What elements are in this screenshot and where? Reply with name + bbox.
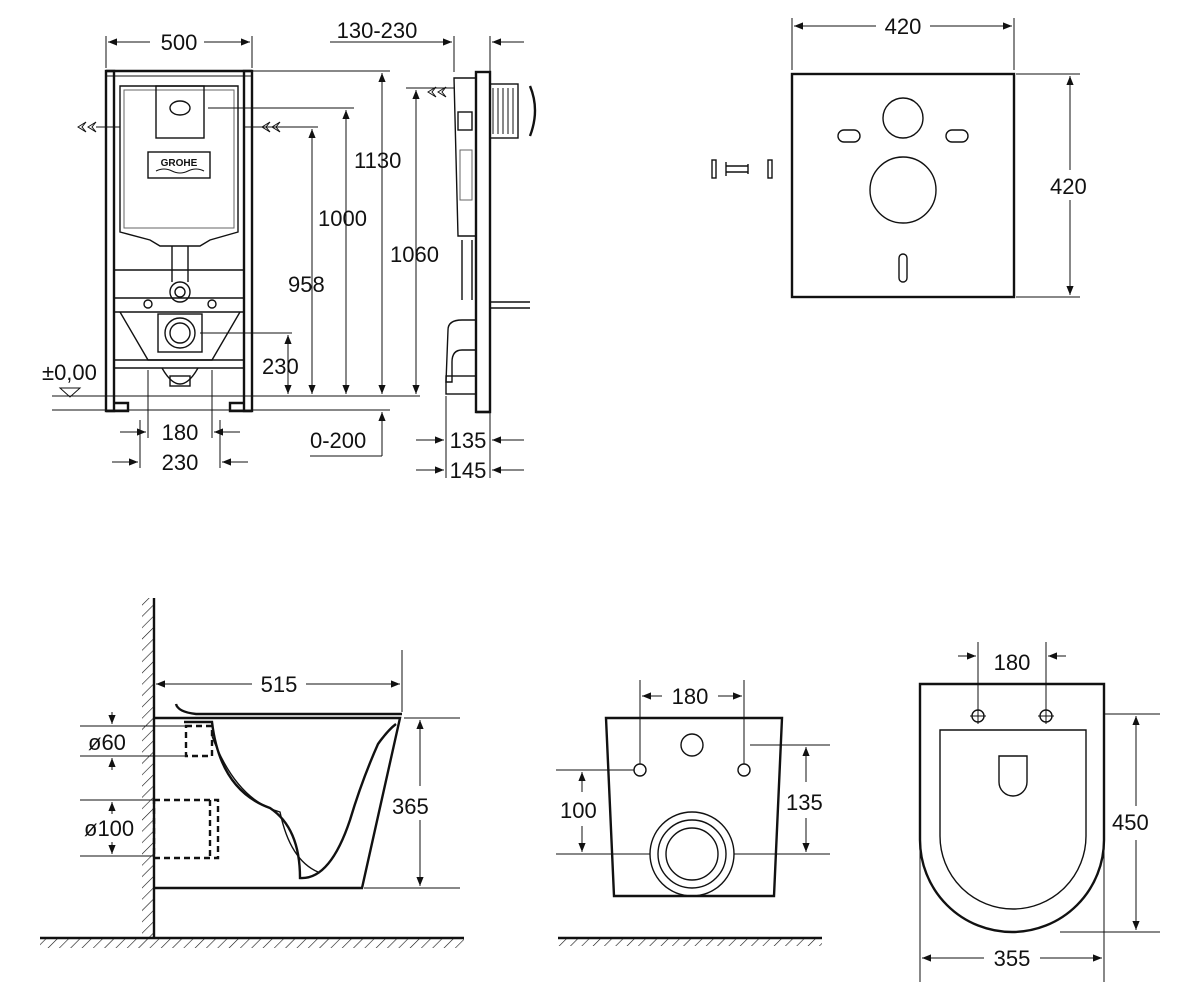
- frame-front-view: GROHE: [42, 18, 524, 475]
- top-bolt-spacing: 180: [994, 650, 1031, 675]
- frame-side-view: 135 145: [416, 70, 537, 483]
- dim-135-side: 135: [450, 428, 487, 453]
- grohe-logo: GROHE: [161, 158, 198, 169]
- dim-230-width: 230: [162, 450, 199, 475]
- back-bolt-spacing: 180: [672, 684, 709, 709]
- bowl-back-view: 180 100 135: [556, 680, 830, 946]
- dim-1060: 1060: [390, 242, 439, 267]
- bowl-side-view: 515 365 ø60 ø100: [40, 598, 464, 948]
- top-width: 355: [994, 946, 1031, 971]
- outlet-diameter: ø100: [84, 816, 134, 841]
- bowl-height: 365: [392, 794, 429, 819]
- pad-height: 420: [1050, 174, 1087, 199]
- dim-145-side: 145: [450, 458, 487, 483]
- dim-500: 500: [161, 30, 198, 55]
- dim-230-height: 230: [262, 354, 299, 379]
- inlet-diameter: ø60: [88, 730, 126, 755]
- sound-pad-view: 420 420: [711, 14, 1087, 299]
- dim-180-frame: 180: [162, 420, 199, 445]
- back-h-135: 135: [786, 790, 823, 815]
- top-length: 450: [1112, 810, 1149, 835]
- bowl-length: 515: [261, 672, 298, 697]
- dim-958: 958: [288, 272, 325, 297]
- pad-width: 420: [885, 14, 922, 39]
- zero-level-label: ±0,00: [42, 360, 97, 385]
- dim-1130: 1130: [354, 148, 401, 173]
- dim-0-200: 0-200: [310, 428, 366, 453]
- back-h-100: 100: [560, 798, 597, 823]
- dim-1000: 1000: [318, 206, 367, 231]
- dim-130-230: 130-230: [337, 18, 418, 43]
- bowl-top-view: 180 450 355: [918, 642, 1160, 982]
